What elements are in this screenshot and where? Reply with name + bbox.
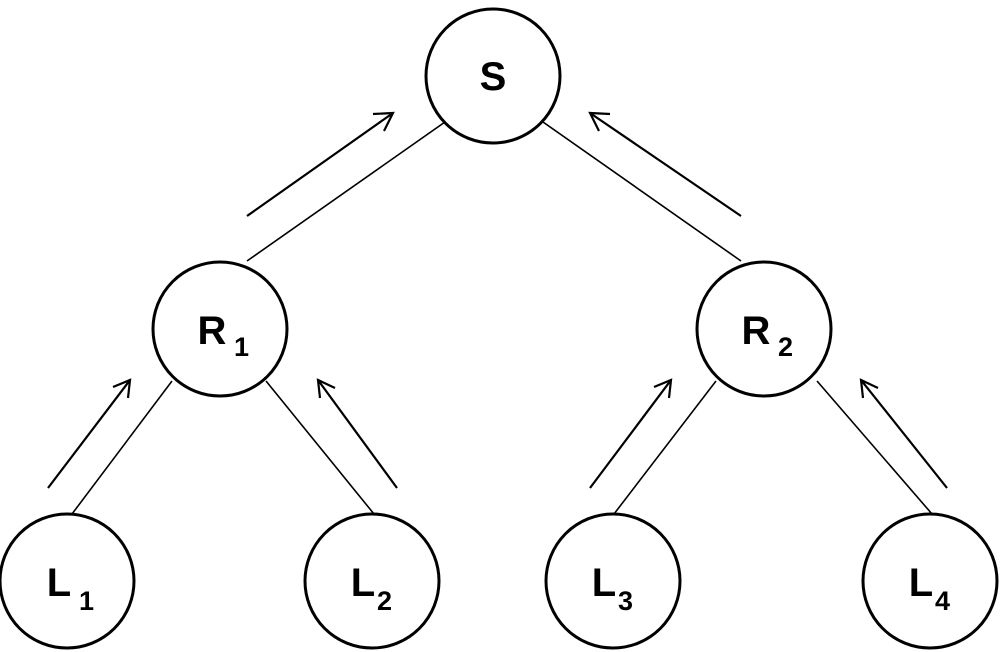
svg-text:L: L <box>47 561 71 605</box>
node-l3-label: L <box>592 561 616 605</box>
svg-text:R: R <box>198 309 227 353</box>
node-l1: L 1 <box>0 512 136 650</box>
arrow-l2-to-r1 <box>316 378 398 489</box>
arrow-l3-to-r2 <box>589 378 673 489</box>
svg-text:L: L <box>592 561 616 605</box>
edge-r2-s <box>542 121 742 262</box>
edges <box>71 121 933 515</box>
svg-text:1: 1 <box>79 586 94 616</box>
node-l3: L 3 <box>544 512 682 650</box>
node-r1: R 1 <box>151 260 289 398</box>
svg-text:L: L <box>351 561 375 605</box>
edge-l3-r2 <box>613 380 717 515</box>
node-l4: L 4 <box>861 512 999 650</box>
node-l1-label: L <box>47 561 71 605</box>
svg-text:1: 1 <box>234 332 249 362</box>
arrow-r2-to-s <box>588 111 742 217</box>
node-r1-label: R <box>198 309 227 353</box>
node-r2: R 2 <box>695 260 833 398</box>
svg-text:L: L <box>909 561 933 605</box>
svg-text:S: S <box>480 55 507 99</box>
node-r1-subscript: 1 <box>234 332 249 362</box>
node-l4-subscript: 4 <box>935 586 950 616</box>
arrow-l4-to-r2 <box>859 378 948 489</box>
arrow-l1-to-r1 <box>47 378 132 489</box>
node-l2-label: L <box>351 561 375 605</box>
node-l2-subscript: 2 <box>377 586 392 616</box>
edge-r1-s <box>246 121 446 262</box>
node-l1-subscript: 1 <box>79 586 94 616</box>
svg-text:2: 2 <box>377 586 392 616</box>
flow-arrows <box>47 111 948 489</box>
node-s: S <box>424 7 562 145</box>
node-l4-label: L <box>909 561 933 605</box>
svg-text:2: 2 <box>778 332 793 362</box>
node-r2-label: R <box>742 309 771 353</box>
edge-l1-r1 <box>71 380 173 515</box>
svg-text:4: 4 <box>935 586 950 616</box>
node-l2: L 2 <box>303 512 441 650</box>
node-s-label: S <box>480 55 507 99</box>
node-r2-subscript: 2 <box>778 332 793 362</box>
svg-text:R: R <box>742 309 771 353</box>
svg-text:3: 3 <box>618 586 633 616</box>
node-l3-subscript: 3 <box>618 586 633 616</box>
arrow-r1-to-s <box>246 111 395 217</box>
edge-l2-r1 <box>265 380 375 515</box>
edge-l4-r2 <box>816 380 933 515</box>
